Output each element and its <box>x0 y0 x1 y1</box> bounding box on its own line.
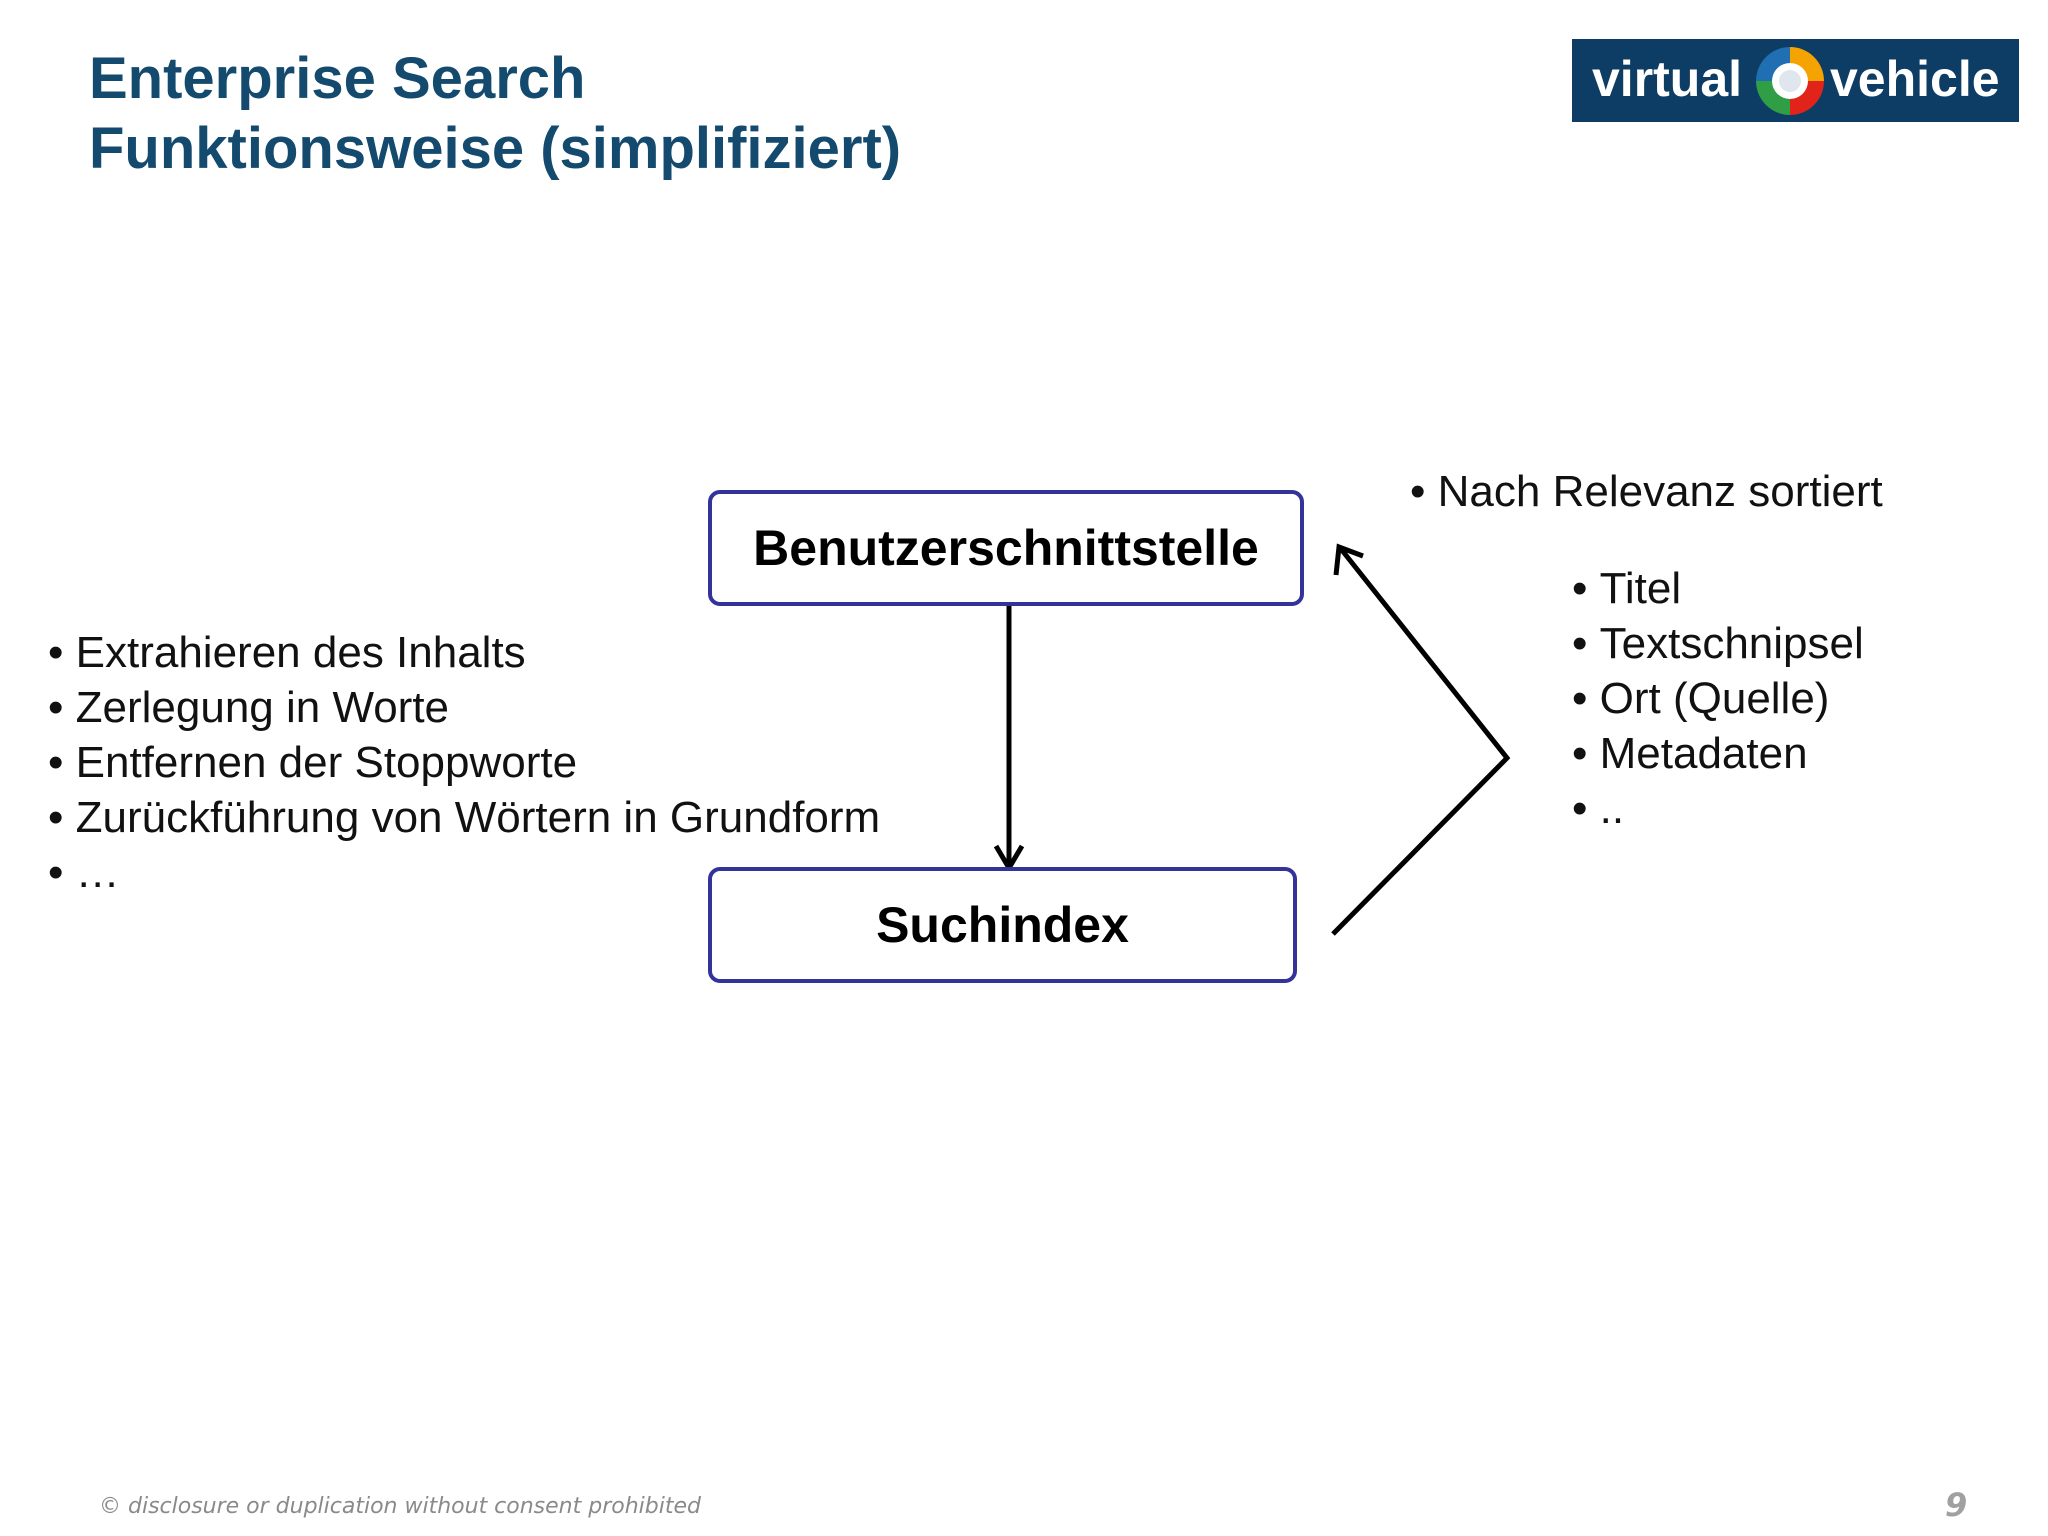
logo-word-vehicle: vehicle <box>1830 51 2000 107</box>
indexing-step: … <box>48 845 880 900</box>
node-suchindex: Suchindex <box>708 867 1297 983</box>
arrow-index-to-ui <box>1331 543 1511 936</box>
indexing-step: Zurückführung von Wörtern in Grundform <box>48 790 881 845</box>
result-fields-list: Titel Textschnipsel Ort (Quelle) Metadat… <box>1572 561 1864 836</box>
results-heading: Nach Relevanz sortiert <box>1410 464 1883 520</box>
slide-title-line-2: Funktionsweise (simplifiziert) <box>89 116 902 181</box>
footer-copyright-note: © disclosure or duplication without cons… <box>99 1494 701 1519</box>
logo-mark-icon <box>1756 47 1824 115</box>
slide-title: Enterprise Search Funktionsweise (simpli… <box>89 44 901 184</box>
indexing-step: Extrahieren des Inhalts <box>48 625 880 680</box>
result-field: Metadaten <box>1572 726 1864 781</box>
node-benutzerschnittstelle: Benutzerschnittstelle <box>708 490 1304 606</box>
arrow-ui-to-index <box>993 606 1025 873</box>
result-field: Titel <box>1572 561 1864 616</box>
indexing-steps-list: Extrahieren des Inhalts Zerlegung in Wor… <box>48 625 881 900</box>
result-field: Ort (Quelle) <box>1572 671 1864 726</box>
page-number: 9 <box>1945 1486 1968 1524</box>
indexing-step: Entfernen der Stoppworte <box>48 735 880 790</box>
logo-word-virtual: virtual <box>1592 51 1743 107</box>
results-heading-list: Nach Relevanz sortiert <box>1410 464 1883 520</box>
slide-title-line-1: Enterprise Search <box>89 46 586 111</box>
result-field: .. <box>1572 781 1864 836</box>
virtual-vehicle-logo: virtual vehicle <box>1572 39 2019 122</box>
indexing-step: Zerlegung in Worte <box>48 680 880 735</box>
result-field: Textschnipsel <box>1572 616 1864 671</box>
